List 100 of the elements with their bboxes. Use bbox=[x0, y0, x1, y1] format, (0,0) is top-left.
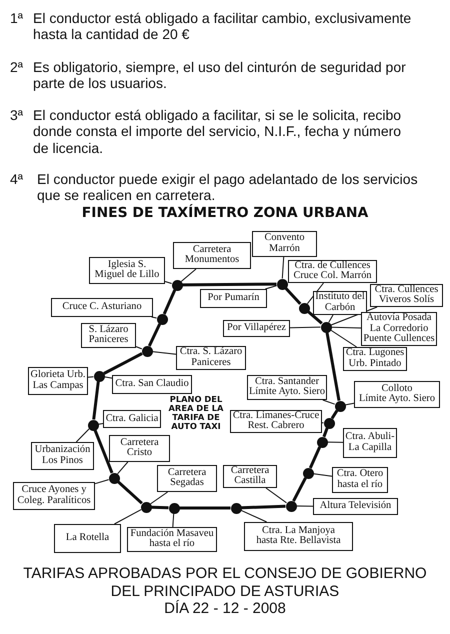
junction-dot-icon bbox=[156, 314, 168, 324]
rule-text: El conductor está obligado a facilitar, si se le solicita, recibo donde consta el importe del servicio, N.I.F., fecha y número de licencia. bbox=[33, 106, 402, 156]
leader-line bbox=[344, 402, 354, 406]
location-box: Carretera Cristo bbox=[109, 435, 170, 462]
leader-line bbox=[150, 492, 168, 504]
location-box: Carretera Castilla bbox=[223, 465, 277, 488]
leader-line bbox=[117, 462, 128, 474]
location-box: Ctra. Lugones Urb. Pintado bbox=[343, 347, 407, 371]
location-box: Carretera Monumentos bbox=[173, 242, 251, 269]
leader-line bbox=[136, 346, 142, 350]
leader-line bbox=[322, 422, 324, 424]
location-box: Colloto Límite Ayto. Siero bbox=[354, 381, 440, 408]
junction-dot-icon bbox=[230, 502, 242, 514]
location-box: S. Lázaro Paniceres bbox=[81, 323, 136, 348]
route-line bbox=[307, 310, 323, 325]
route-line bbox=[94, 430, 114, 474]
route-line bbox=[292, 477, 307, 502]
rule-text: El conductor puede exigir el pago adelantado de los servicios que se realicen en carretera. bbox=[37, 170, 418, 204]
route-line bbox=[182, 282, 277, 286]
location-box: Por Pumarín bbox=[200, 289, 267, 308]
ordinal-number: 2ª bbox=[10, 58, 23, 76]
location-box: Ctra. Abuli- La Capilla bbox=[343, 428, 397, 458]
route-line bbox=[241, 504, 286, 510]
route-line bbox=[322, 428, 328, 438]
leader-line bbox=[328, 314, 334, 323]
junction-dot-icon bbox=[142, 346, 152, 356]
route-line bbox=[103, 352, 143, 375]
leader-line bbox=[240, 510, 268, 522]
junction-dot-icon bbox=[320, 322, 332, 332]
leader-line bbox=[151, 316, 158, 318]
leader-line bbox=[296, 506, 314, 507]
location-box: Altura Televisión bbox=[313, 498, 398, 515]
leader-line bbox=[164, 281, 172, 284]
route-line bbox=[151, 506, 169, 510]
junction-dot-icon bbox=[140, 502, 152, 512]
junction-dot-icon bbox=[108, 472, 120, 484]
location-box: Ctra. Cullences Viveros Solís bbox=[370, 284, 443, 307]
location-box: Autovía Posada La Corredorio Puente Cullences bbox=[361, 312, 437, 346]
route-line bbox=[180, 506, 230, 510]
junction-dot-icon bbox=[334, 400, 346, 412]
ordinal-number: 4ª bbox=[10, 170, 23, 188]
route-line bbox=[326, 332, 340, 401]
ordinal-number: 1ª bbox=[10, 10, 23, 26]
route-line bbox=[92, 381, 100, 420]
leader-line bbox=[76, 428, 90, 442]
route-line bbox=[308, 446, 322, 469]
route-line bbox=[162, 289, 176, 315]
map-label: PLANO DEL AREA DE LA TARIFA DE AUTO TAXI bbox=[168, 395, 224, 431]
leader-line bbox=[282, 256, 284, 279]
leader-line bbox=[331, 326, 362, 328]
location-box: Fundación Masaveu hasta el río bbox=[127, 527, 217, 552]
location-box: Ctra. San Claudio bbox=[112, 375, 192, 394]
leader-line bbox=[327, 442, 344, 443]
location-box: Iglesia S. Miguel de Lillo bbox=[89, 257, 165, 284]
leader-line bbox=[264, 285, 278, 290]
location-box: Ctra. S. Lázaro Paniceres bbox=[176, 346, 246, 370]
location-box: Carretera Segadas bbox=[157, 465, 217, 492]
location-box: Ctra. Limanes-Cruce Rest. Cabrero bbox=[230, 410, 322, 433]
route-line bbox=[284, 287, 302, 305]
rule-text: Es obligatorio, siempre, el uso del cinturón de seguridad por parte de los usuarios. bbox=[33, 58, 406, 92]
diagram-title: FINES DE TAXÍMETRO ZONA URBANA bbox=[80, 205, 370, 221]
rule-text: El conductor está obligado a facilitar cambio, exclusivamente hasta la cantidad de 20 € bbox=[33, 10, 412, 43]
junction-dot-icon bbox=[302, 468, 314, 478]
caption-text: TARIFAS APROBADAS POR EL CONSEJO DE GOBIERNO DEL PRINCIPADO DE ASTURIAS DÍA 22 - 12 - 2008 bbox=[22, 565, 428, 618]
route-line bbox=[330, 410, 338, 420]
junction-dot-icon bbox=[324, 418, 334, 428]
location-box: Convento Marrón bbox=[252, 231, 317, 257]
ordinal-number: 3ª bbox=[10, 106, 23, 124]
location-box: Por Villapérez bbox=[223, 320, 290, 337]
location-box: Ctra. Otero hasta el río bbox=[332, 467, 388, 493]
location-box: Cruce C. Asturiano bbox=[51, 298, 153, 317]
leader-line bbox=[94, 479, 110, 484]
junction-dot-icon bbox=[286, 500, 296, 512]
leader-line bbox=[266, 488, 287, 504]
location-box: Instituto del Carbón bbox=[313, 291, 367, 315]
route-line bbox=[148, 323, 162, 347]
junction-dot-icon bbox=[276, 278, 288, 290]
location-box: Ctra. de Cullences Cruce Col. Marrón bbox=[288, 260, 377, 283]
location-box: Ctra. La Manjoya hasta Rte. Bellavista bbox=[244, 522, 353, 551]
leader-line bbox=[290, 326, 321, 328]
junction-dot-icon bbox=[168, 502, 180, 514]
leader-line bbox=[330, 306, 378, 326]
junction-dot-icon bbox=[172, 280, 182, 290]
location-box: La Rotella bbox=[54, 524, 121, 553]
leader-line bbox=[330, 330, 358, 348]
location-box: Glorieta Urb. Las Campas bbox=[28, 367, 88, 395]
leader-line bbox=[88, 376, 94, 378]
leader-line bbox=[180, 268, 196, 282]
leader-line bbox=[313, 473, 332, 477]
junction-dot-icon bbox=[94, 370, 104, 382]
location-box: Ctra. Santander Límite Ayto. Siero bbox=[247, 375, 327, 400]
route-line bbox=[117, 480, 143, 504]
leader-line bbox=[306, 282, 324, 304]
leader-line bbox=[114, 509, 142, 524]
location-box: Urbanización Los Pinos bbox=[31, 442, 94, 470]
location-box: Cruce Ayones y Coleg. Paralíticos bbox=[13, 482, 95, 510]
leader-line bbox=[104, 376, 112, 379]
leader-line bbox=[152, 351, 176, 355]
junction-dot-icon bbox=[298, 302, 310, 314]
location-box: Ctra. Galicia bbox=[103, 410, 161, 428]
